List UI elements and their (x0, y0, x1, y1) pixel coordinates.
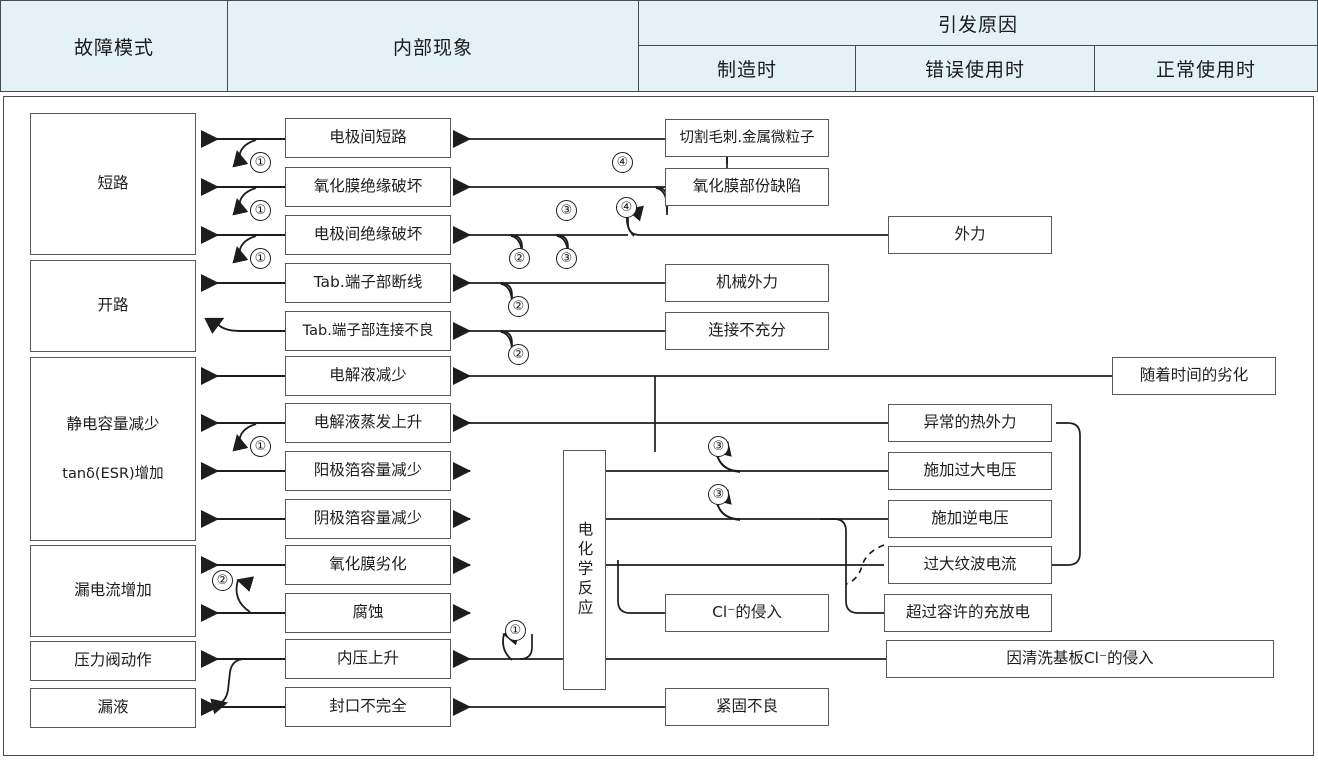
failure-mode-valve-operation[interactable]: 压力阀动作 (30, 641, 196, 681)
header-cause-misuse: 错误使用时 (855, 45, 1095, 92)
table-header: 故障模式 内部现象 引发原因 制造时 错误使用时 正常使用时 (0, 0, 1318, 92)
phenomenon-internal-pressure-rise[interactable]: 内压上升 (285, 639, 451, 679)
phenomenon-electrode-short[interactable]: 电极间短路 (285, 118, 451, 158)
cause-insufficient-connection[interactable]: 连接不充分 (665, 312, 829, 350)
phenomenon-inter-electrode-insulation-breakdown[interactable]: 电极间绝缘破坏 (285, 215, 451, 255)
marker-3-c: ③ (708, 436, 729, 457)
cause-abnormal-thermal-stress[interactable]: 异常的热外力 (888, 404, 1052, 442)
phenomenon-cathode-foil-capacity-decrease[interactable]: 阴极箔容量减少 (285, 499, 451, 539)
marker-2-a: ② (509, 248, 530, 269)
marker-1-e: ① (505, 620, 526, 641)
failure-mode-liquid-leak[interactable]: 漏液 (30, 688, 196, 728)
cause-cutting-burr-metal-particles[interactable]: 切割毛刺.金属微粒子 (665, 119, 829, 157)
failure-mode-leakage-current[interactable]: 漏电流增加 (30, 545, 196, 637)
header-cause-group: 引发原因 (638, 0, 1318, 46)
electrochemical-reaction-box[interactable]: 电化学反应 (563, 450, 606, 690)
cause-external-force[interactable]: 外力 (888, 216, 1052, 254)
marker-2-e: ② (212, 570, 233, 591)
cause-chloride-ion-intrusion[interactable]: Cl⁻的侵入 (665, 594, 829, 632)
phenomenon-oxide-film-degradation[interactable]: 氧化膜劣化 (285, 545, 451, 585)
failure-mode-capacitance-line2: tanδ(ESR)增加 (62, 465, 164, 482)
cause-excessive-ripple-current[interactable]: 过大纹波电流 (888, 546, 1052, 584)
phenomenon-anode-foil-capacity-decrease[interactable]: 阳极箔容量减少 (285, 451, 451, 491)
marker-3-d: ③ (708, 484, 729, 505)
marker-3-b: ③ (556, 200, 577, 221)
failure-mode-capacitance[interactable]: 静电容量减少 tanδ(ESR)增加 (30, 357, 196, 541)
cause-excessive-voltage-applied[interactable]: 施加过大电压 (888, 452, 1052, 490)
marker-2-c: ② (508, 344, 529, 365)
marker-1-b: ① (250, 200, 271, 221)
phenomenon-electrolyte-decrease[interactable]: 电解液减少 (285, 356, 451, 396)
cause-reverse-voltage-applied[interactable]: 施加逆电压 (888, 500, 1052, 538)
phenomenon-incomplete-sealing[interactable]: 封口不完全 (285, 687, 451, 727)
failure-mode-capacitance-line1: 静电容量减少 (66, 415, 160, 434)
header-cause-normal-use: 正常使用时 (1094, 45, 1318, 92)
marker-1-c: ① (250, 248, 271, 269)
cause-poor-tightening[interactable]: 紧固不良 (665, 688, 829, 726)
marker-4-b: ④ (616, 197, 637, 218)
phenomenon-tab-terminal-wire-break[interactable]: Tab.端子部断线 (285, 263, 451, 303)
header-internal-phenomenon: 内部现象 (227, 0, 639, 92)
marker-2-b: ② (508, 296, 529, 317)
failure-mode-open[interactable]: 开路 (30, 260, 196, 352)
cause-charge-discharge-beyond-limit[interactable]: 超过容许的充放电 (884, 594, 1052, 632)
cause-mechanical-external-force[interactable]: 机械外力 (665, 264, 829, 302)
marker-4-a: ④ (612, 152, 633, 173)
cause-deterioration-over-time[interactable]: 随着时间的劣化 (1112, 357, 1276, 395)
cause-partial-oxide-film-defect[interactable]: 氧化膜部份缺陷 (665, 168, 829, 206)
header-failure-mode: 故障模式 (0, 0, 228, 92)
phenomenon-electrolyte-evaporation-rise[interactable]: 电解液蒸发上升 (285, 403, 451, 443)
failure-mode-short[interactable]: 短路 (30, 113, 196, 255)
header-cause-manufacturing: 制造时 (638, 45, 856, 92)
marker-1-d: ① (250, 436, 271, 457)
phenomenon-oxide-film-insulation-breakdown[interactable]: 氧化膜绝缘破坏 (285, 167, 451, 207)
marker-3-a: ③ (556, 248, 577, 269)
marker-1-a: ① (250, 152, 271, 173)
phenomenon-tab-terminal-poor-connection[interactable]: Tab.端子部连接不良 (285, 311, 451, 351)
cause-chloride-intrusion-from-board-cleaning[interactable]: 因清洗基板Cl⁻的侵入 (886, 640, 1274, 678)
phenomenon-corrosion[interactable]: 腐蚀 (285, 593, 451, 633)
